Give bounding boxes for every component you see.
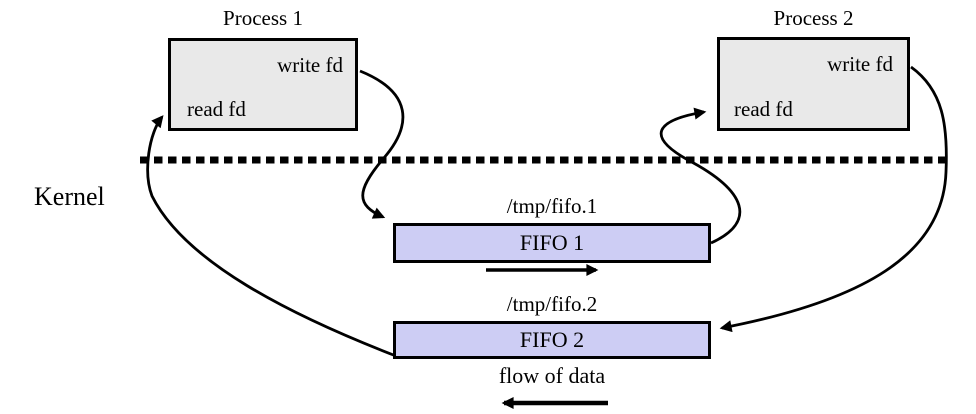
process-1-box: write fd read fd xyxy=(168,38,358,131)
arrow-process1-write-to-fifo1 xyxy=(359,69,405,219)
process-1-read-fd-label: read fd xyxy=(187,97,246,121)
fifo2-path-label: /tmp/fifo.2 xyxy=(506,292,598,316)
fifo1-name: FIFO 1 xyxy=(519,230,585,255)
fifo1-box: FIFO 1 xyxy=(393,223,711,263)
kernel-label: Kernel xyxy=(34,182,105,211)
fifo2-box: FIFO 2 xyxy=(393,321,711,359)
arrow-fifo1-to-process2-read xyxy=(659,107,742,245)
fifo1-path-label: /tmp/fifo.1 xyxy=(506,194,598,218)
process-1-write-fd-label: write fd xyxy=(277,53,343,77)
process-2-title: Process 2 xyxy=(773,6,854,30)
arrow-process2-write-to-fifo2 xyxy=(719,65,948,333)
process-1-title: Process 1 xyxy=(223,6,303,30)
process-2-write-fd-label: write fd xyxy=(827,52,893,76)
process-2-read-fd-label: read fd xyxy=(734,97,793,121)
process-2-box: write fd read fd xyxy=(717,37,910,131)
fifo2-name: FIFO 2 xyxy=(519,327,585,352)
arrow-fifo2-to-process1-read xyxy=(146,115,397,358)
flow-of-data-label: flow of data xyxy=(498,363,606,388)
